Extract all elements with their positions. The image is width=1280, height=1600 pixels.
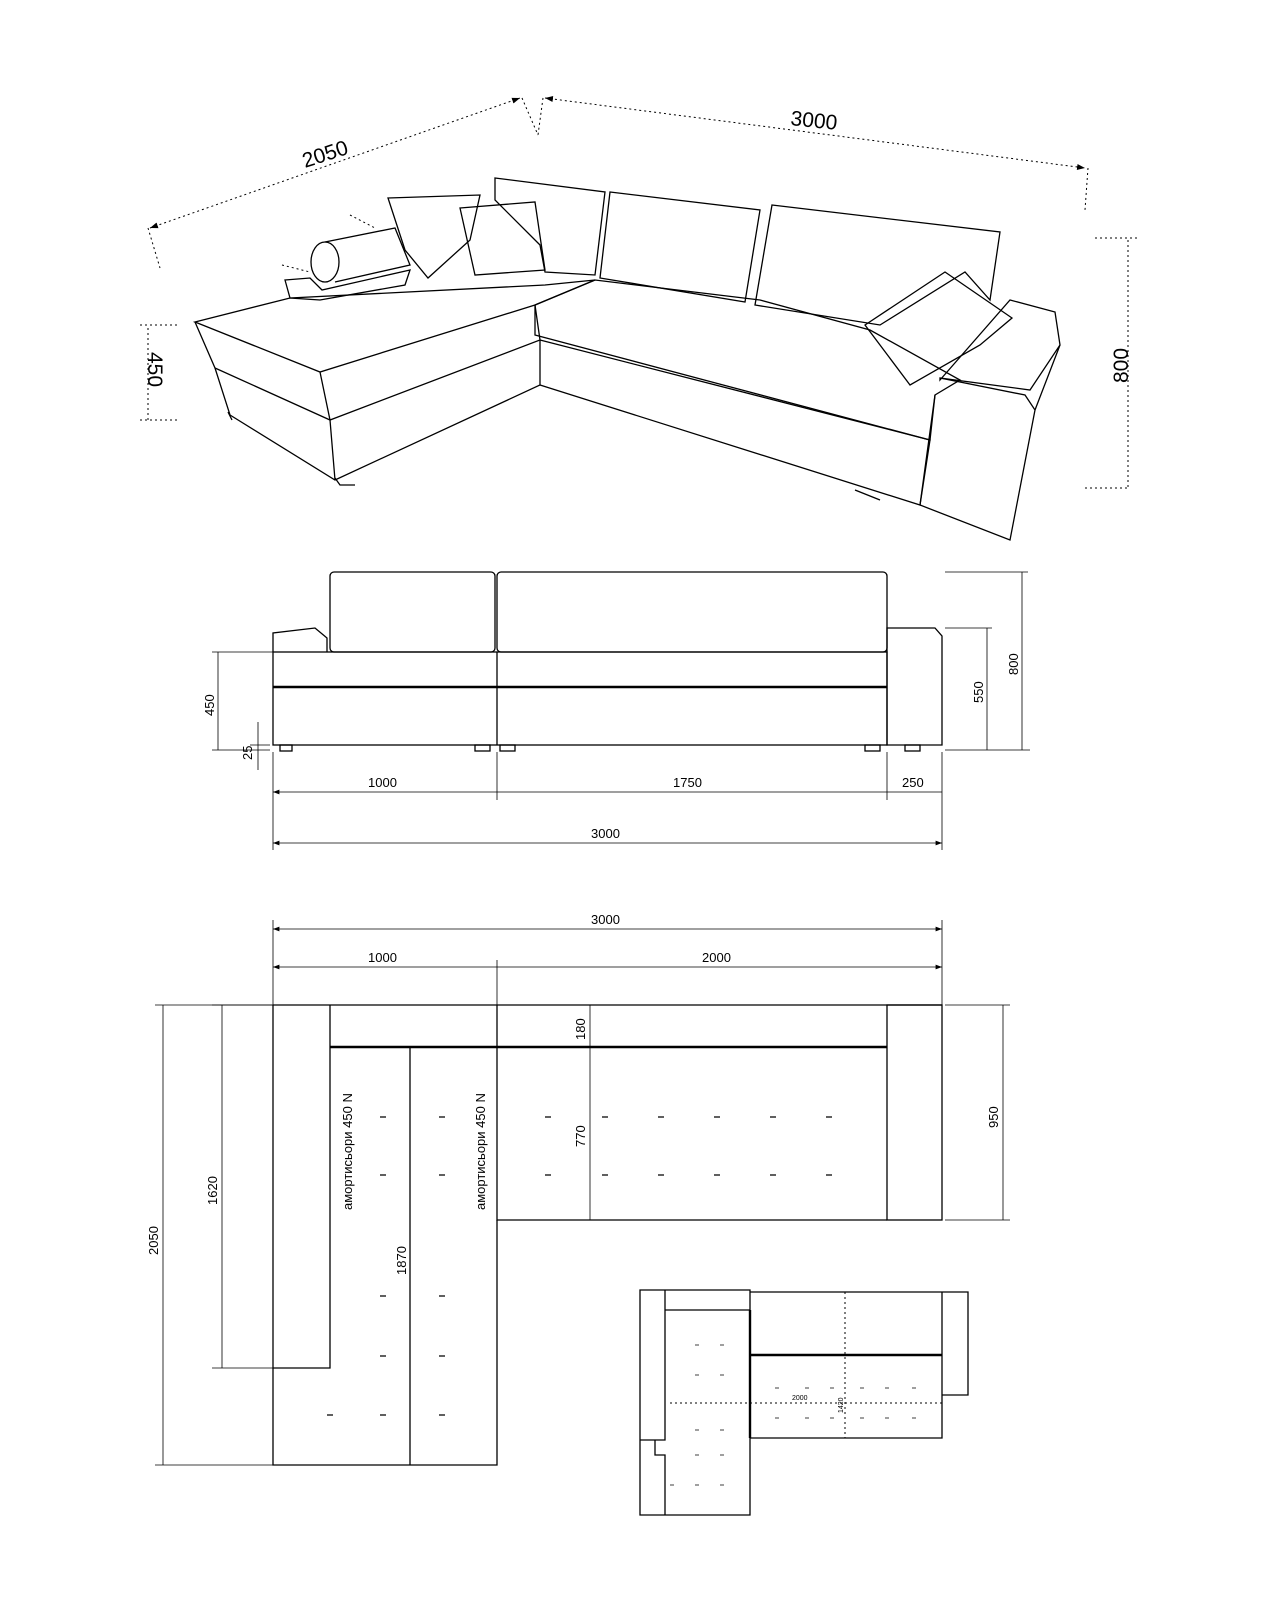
plan-view: 3000 1000 2000 амортисьори 450 N амортис…: [146, 912, 1010, 1466]
perspective-view: 2050 3000 450 800: [140, 96, 1138, 541]
left-arm: [272, 1005, 331, 1369]
dim-line-800: [1085, 237, 1138, 489]
dim-right-section: 2000: [702, 950, 731, 965]
dim-bed-length: 2000: [792, 1395, 808, 1402]
tufting-marks: [670, 1344, 916, 1486]
bed-view: 2000 1420: [639, 1289, 969, 1516]
dim-total-width: 3000: [591, 912, 620, 927]
dim-arm-width: 250: [902, 775, 924, 790]
dim-line-3000: [544, 96, 1086, 170]
left-arm: [272, 627, 328, 652]
dim-mid-width: 1750: [673, 775, 702, 790]
dim-seat-height: 450: [202, 694, 217, 716]
dim-leg-height: 25: [240, 746, 255, 760]
dim-seat-depth: 770: [573, 1125, 588, 1147]
back-cushion-1: [494, 177, 606, 276]
pillow-2: [459, 201, 546, 276]
spring-label-1: амортисьори 450 N: [340, 1093, 355, 1210]
pillow-3: [864, 271, 1014, 386]
dim-left-section: 1000: [368, 950, 397, 965]
dim-chaise-seat: 1870: [394, 1246, 409, 1275]
headrest: [284, 269, 411, 301]
dim-line-450: [140, 324, 180, 421]
back-cushion-left: [329, 571, 496, 653]
back-cushion-3: [754, 204, 1001, 326]
dim-label-3000: 3000: [789, 107, 838, 135]
tufting-marks: [327, 1116, 832, 1416]
chaise: [272, 1220, 498, 1466]
bolster-pillow: [310, 241, 340, 283]
dim-total-height: 800: [1006, 653, 1021, 675]
dim-left-width: 1000: [368, 775, 397, 790]
right-arm: [939, 299, 1061, 391]
dim-chaise-inner: 1620: [205, 1176, 220, 1205]
main-seat: [496, 1047, 887, 1221]
dim-chaise-total: 2050: [146, 1226, 161, 1255]
dim-line-2050: [149, 97, 521, 229]
dim-arm-height: 550: [971, 681, 986, 703]
front-view: 450 25 550 800 1000 1750 250 3000: [202, 571, 1030, 850]
dim-label-2050: 2050: [299, 136, 351, 172]
dim-total-depth: 950: [986, 1106, 1001, 1128]
spring-label-2: амортисьори 450 N: [473, 1093, 488, 1210]
sofa-base: [272, 651, 888, 746]
dim-label-450: 450: [143, 352, 166, 387]
dim-total-width: 3000: [591, 826, 620, 841]
dim-back-depth: 180: [573, 1018, 588, 1040]
back-cushion-2: [599, 191, 761, 303]
right-arm: [886, 627, 943, 746]
dim-label-800: 800: [1110, 348, 1133, 383]
feet: [279, 744, 921, 752]
right-arm: [886, 1004, 943, 1221]
pillow-1: [387, 194, 481, 279]
dim-bed-width: 1420: [838, 1397, 845, 1413]
back-cushion-right: [496, 571, 888, 653]
